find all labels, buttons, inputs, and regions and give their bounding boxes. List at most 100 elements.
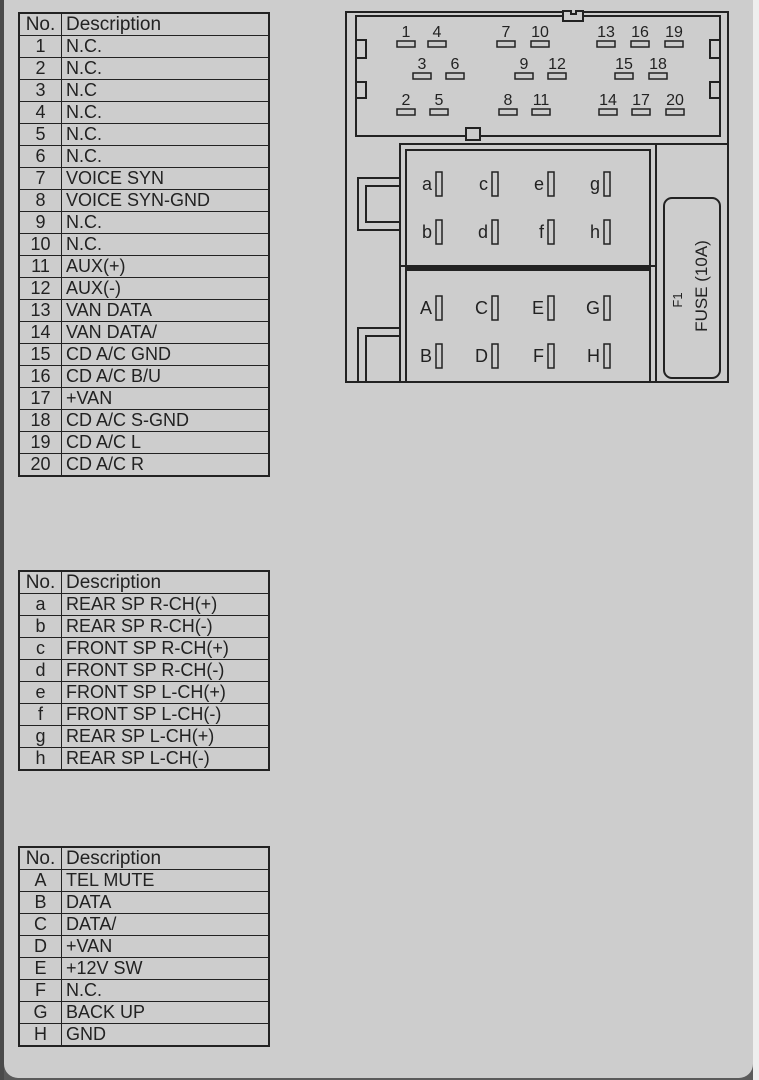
- iso-pin-slot: [547, 219, 555, 245]
- pin-slot: [648, 72, 668, 80]
- pin-number: 2: [18, 57, 62, 80]
- iso-pin-label: e: [534, 174, 544, 194]
- iso-pin-slot: [435, 219, 443, 245]
- iso-pin-label: G: [586, 298, 600, 318]
- pin-number: 13: [18, 299, 62, 322]
- pin-label: 13: [597, 24, 615, 41]
- iso-pin-slot: [435, 171, 443, 197]
- pin-label: 11: [533, 92, 550, 109]
- pin-slot: [630, 40, 650, 48]
- pin-slot: [596, 40, 616, 48]
- pin-number: 9: [18, 211, 62, 234]
- iso-pin-slot: [603, 171, 611, 197]
- pin-description: +VAN: [61, 935, 270, 958]
- pin-description: VOICE SYN: [61, 167, 270, 190]
- pin-slot: [429, 108, 449, 116]
- iso-pin-label: H: [587, 346, 600, 366]
- pin-number: 11: [18, 255, 62, 278]
- pin-description: DATA: [61, 891, 270, 914]
- iso-pin-slot: [547, 171, 555, 197]
- iso-pin-label: c: [479, 174, 488, 194]
- pin-slot: [514, 72, 534, 80]
- pin-number: h: [18, 747, 62, 771]
- table-header-row: No.Description: [18, 846, 270, 870]
- pin-number: 18: [18, 409, 62, 432]
- pin-number: E: [18, 957, 62, 980]
- pin-number: g: [18, 725, 62, 748]
- header-description: Description: [61, 12, 270, 36]
- iso-pin-label: D: [475, 346, 488, 366]
- table-header-row: No.Description: [18, 12, 270, 36]
- pin-label: 19: [665, 24, 683, 41]
- pin-number: 15: [18, 343, 62, 366]
- pin-description: REAR SP L-CH(-): [61, 747, 270, 771]
- pin-slot: [427, 40, 447, 48]
- pin-slot: [547, 72, 567, 80]
- pin-number: H: [18, 1023, 62, 1047]
- pin-description: +12V SW: [61, 957, 270, 980]
- pin-description: N.C.: [61, 101, 270, 124]
- pin-description: CD A/C L: [61, 431, 270, 454]
- iso-pin-label: b: [422, 222, 432, 242]
- iso-pin-label: a: [422, 174, 433, 194]
- pin-number: 17: [18, 387, 62, 410]
- pin-slot: [496, 40, 516, 48]
- pin-slot: [664, 40, 684, 48]
- iso-pin-label: h: [590, 222, 600, 242]
- fuse-id: F1: [670, 292, 685, 307]
- pin-label: 2: [402, 92, 411, 109]
- pin-number: 6: [18, 145, 62, 168]
- pin-number: 5: [18, 123, 62, 146]
- pin-description: +VAN: [61, 387, 270, 410]
- iso-pin-slot: [603, 219, 611, 245]
- iso-pin-label: g: [590, 174, 600, 194]
- pin-label: 16: [631, 24, 649, 41]
- header-description: Description: [61, 846, 270, 870]
- pin-number: b: [18, 615, 62, 638]
- left-edge: [0, 0, 4, 1080]
- pin-number: A: [18, 869, 62, 892]
- pin-label: 6: [451, 56, 460, 73]
- header-no: No.: [18, 12, 62, 36]
- pin-slot: [412, 72, 432, 80]
- iso-pin-slot: [491, 171, 499, 197]
- pin-description: REAR SP L-CH(+): [61, 725, 270, 748]
- table-row: E+12V SW: [18, 957, 270, 980]
- pin-description: VAN DATA/: [61, 321, 270, 344]
- iso-pin-label: C: [475, 298, 488, 318]
- pin-label: 7: [502, 24, 511, 41]
- pin-description: FRONT SP L-CH(+): [61, 681, 270, 704]
- pin-number: B: [18, 891, 62, 914]
- pin-number: 3: [18, 79, 62, 102]
- pin-description: REAR SP R-CH(+): [61, 593, 270, 616]
- pin-description: CD A/C S-GND: [61, 409, 270, 432]
- pin-description: BACK UP: [61, 1001, 270, 1024]
- pin-slot: [598, 108, 618, 116]
- table-header-row: No.Description: [18, 570, 270, 594]
- right-edge: [753, 0, 759, 1080]
- pin-description: N.C.: [61, 233, 270, 256]
- iso-pin-slot: [435, 295, 443, 321]
- pin-slot: [445, 72, 465, 80]
- pin-label: 14: [599, 92, 617, 109]
- pin-label: 18: [649, 56, 667, 73]
- pin-description: AUX(-): [61, 277, 270, 300]
- iso-pin-slot: [547, 295, 555, 321]
- pin-number: d: [18, 659, 62, 682]
